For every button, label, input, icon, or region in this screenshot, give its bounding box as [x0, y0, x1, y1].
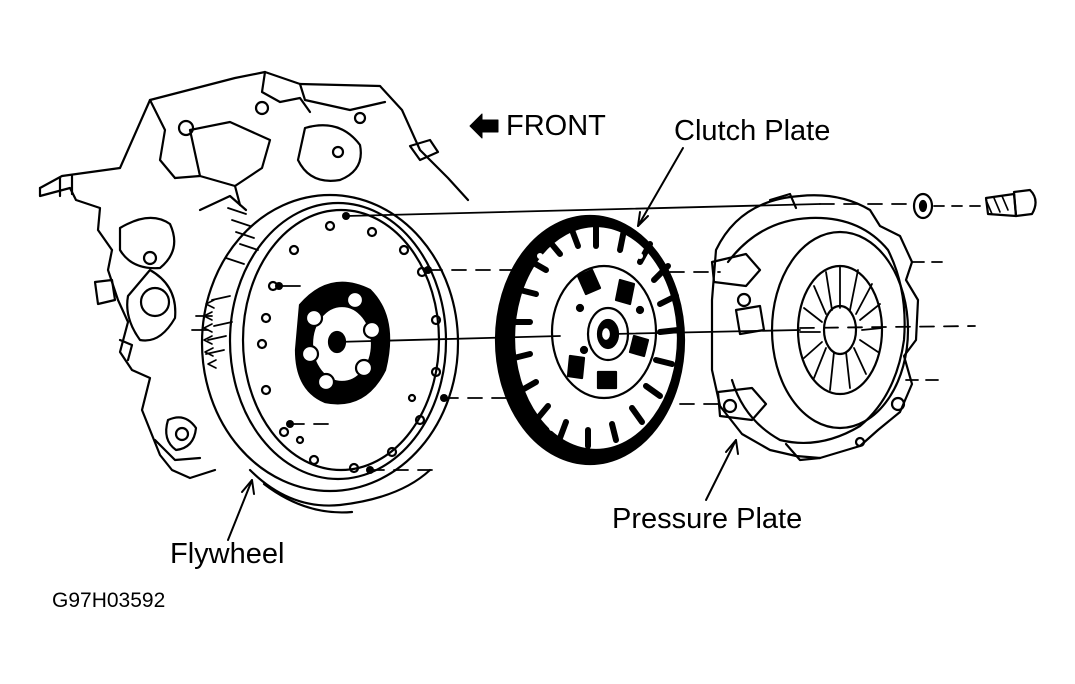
pressure-plate-drawing	[710, 192, 920, 462]
clutch-plate-drawing	[494, 214, 686, 466]
arrow-left-icon	[469, 113, 499, 139]
figure-code: G97H03592	[52, 589, 166, 612]
pressure-plate-label: Pressure Plate	[612, 503, 803, 535]
engine-block	[38, 70, 470, 480]
flywheel-drawing	[200, 193, 460, 514]
leader-arrows	[227, 147, 739, 541]
front-label: FRONT	[506, 110, 606, 142]
ring-gear-studs	[191, 207, 259, 355]
assembly-lines	[278, 203, 987, 471]
clutch-plate-label: Clutch Plate	[674, 115, 831, 147]
flywheel-label: Flywheel	[170, 538, 285, 570]
bolt-and-washer	[912, 188, 1037, 220]
